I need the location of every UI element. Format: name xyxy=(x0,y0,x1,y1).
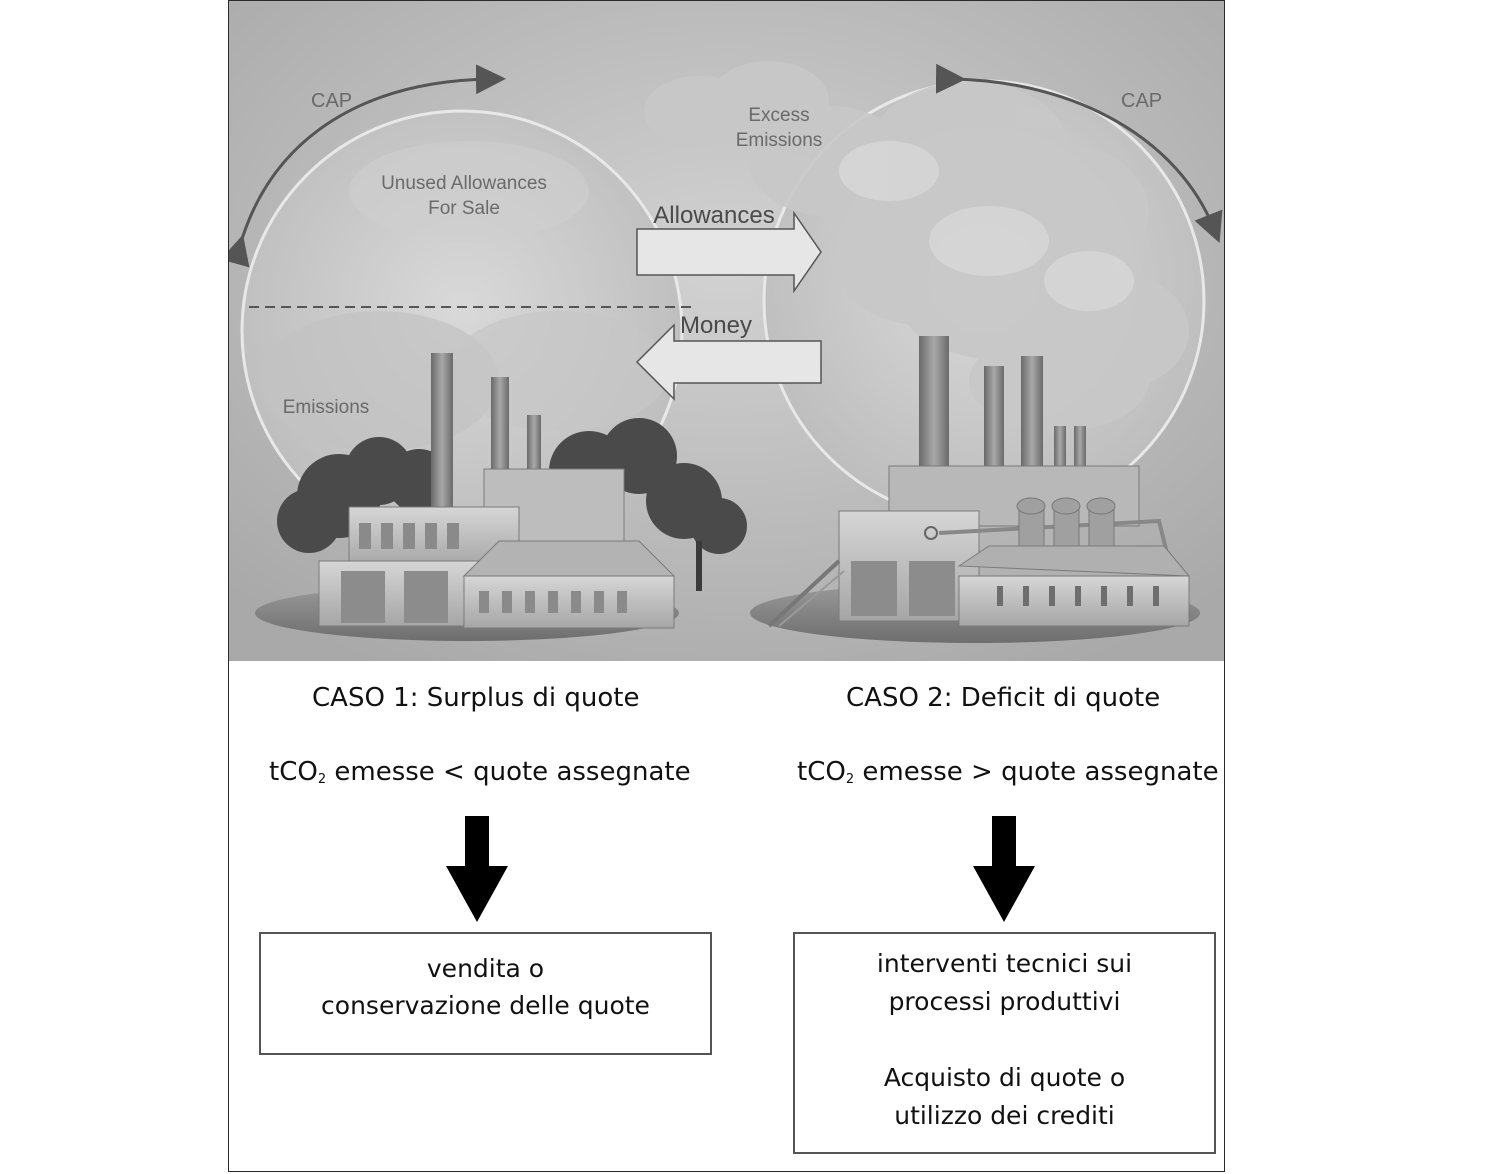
money-label: Money xyxy=(680,312,752,339)
allowances-label: Allowances xyxy=(653,202,774,229)
case2-condition-prefix: tCO xyxy=(797,757,846,787)
cap-label-left: CAP xyxy=(311,90,352,112)
case1-result-line2: conservazione delle quote xyxy=(321,991,650,1020)
excess-emissions-label-2: Emissions xyxy=(736,130,823,151)
cap-label-right: CAP xyxy=(1121,90,1162,112)
money-arrow xyxy=(635,323,822,401)
case2-condition-suffix: emesse > quote assegnate xyxy=(854,757,1219,787)
case2-title: CASO 2: Deficit di quote xyxy=(846,683,1161,713)
emissions-label: Emissions xyxy=(283,397,370,418)
left-factory xyxy=(255,353,747,641)
case2-result-line2: processi produttivi xyxy=(888,987,1121,1016)
case2-result-line3: Acquisto di quote o xyxy=(883,1063,1126,1092)
case2-result-box: interventi tecnici sui processi produtti… xyxy=(793,932,1216,1154)
case1-condition-subscript: 2 xyxy=(317,772,327,787)
case1-down-arrow xyxy=(446,816,508,922)
case2-result-line1: interventi tecnici sui xyxy=(876,949,1133,978)
case2-result-line4: utilizzo dei crediti xyxy=(894,1101,1115,1130)
case1-result-box: vendita o conservazione delle quote xyxy=(259,932,712,1055)
cap-arc-left xyxy=(229,64,506,268)
unused-allowances-label-2: For Sale xyxy=(428,198,500,219)
case1-title: CASO 1: Surplus di quote xyxy=(312,683,640,713)
excess-emissions-label-1: Excess xyxy=(748,105,809,126)
case2-condition: tCO2 emesse > quote assegnate xyxy=(797,757,1219,787)
case2-condition-subscript: 2 xyxy=(845,772,855,787)
case1-condition: tCO2 emesse < quote assegnate xyxy=(269,757,691,787)
diagram-frame: CAP CAP Unused Allowances For Sale Exces… xyxy=(228,0,1225,1172)
cap-arc-right xyxy=(935,63,1223,243)
cap-and-trade-illustration: CAP CAP Unused Allowances For Sale Exces… xyxy=(229,1,1224,661)
case2-down-arrow xyxy=(973,816,1035,922)
case1-result-line1: vendita o xyxy=(426,954,545,983)
case1-condition-prefix: tCO xyxy=(269,757,318,787)
unused-allowances-label-1: Unused Allowances xyxy=(381,173,547,194)
case1-condition-suffix: emesse < quote assegnate xyxy=(326,757,691,787)
right-factory xyxy=(750,336,1200,643)
allowances-arrow xyxy=(636,210,822,294)
